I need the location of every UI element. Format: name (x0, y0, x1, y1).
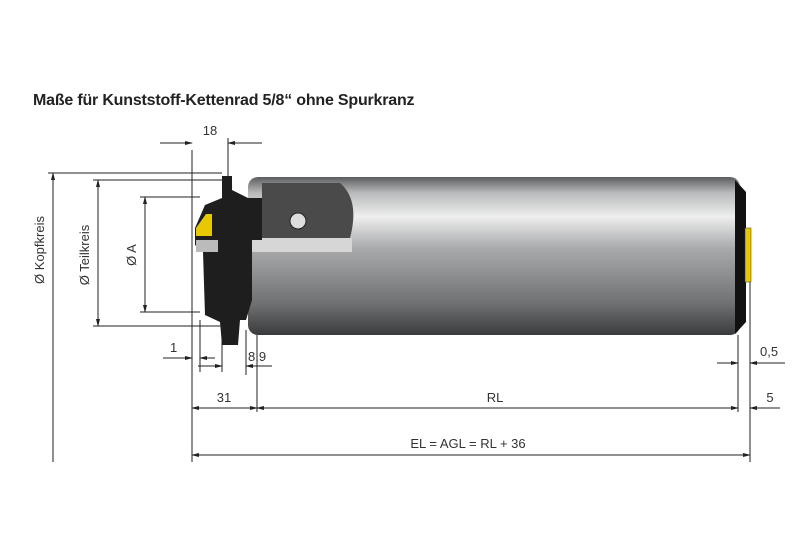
end-insert-yellow (744, 227, 752, 283)
label-8-9: 8,9 (248, 349, 266, 364)
label-rl: RL (487, 390, 504, 405)
sprocket (195, 176, 262, 345)
label-1: 1 (170, 340, 177, 355)
label-31: 31 (217, 390, 231, 405)
label-teilkreis: Ø Teilkreis (77, 224, 92, 285)
label-a: Ø A (124, 244, 139, 266)
roller-tube (232, 177, 752, 335)
label-0-5: 0,5 (760, 344, 778, 359)
label-18: 18 (203, 123, 217, 138)
label-el: EL = AGL = RL + 36 (410, 436, 525, 451)
label-5: 5 (766, 390, 773, 405)
drawing-title: Maße für Kunststoff-Kettenrad 5/8“ ohne … (33, 92, 415, 109)
label-kopfkreis: Ø Kopfkreis (32, 216, 47, 284)
